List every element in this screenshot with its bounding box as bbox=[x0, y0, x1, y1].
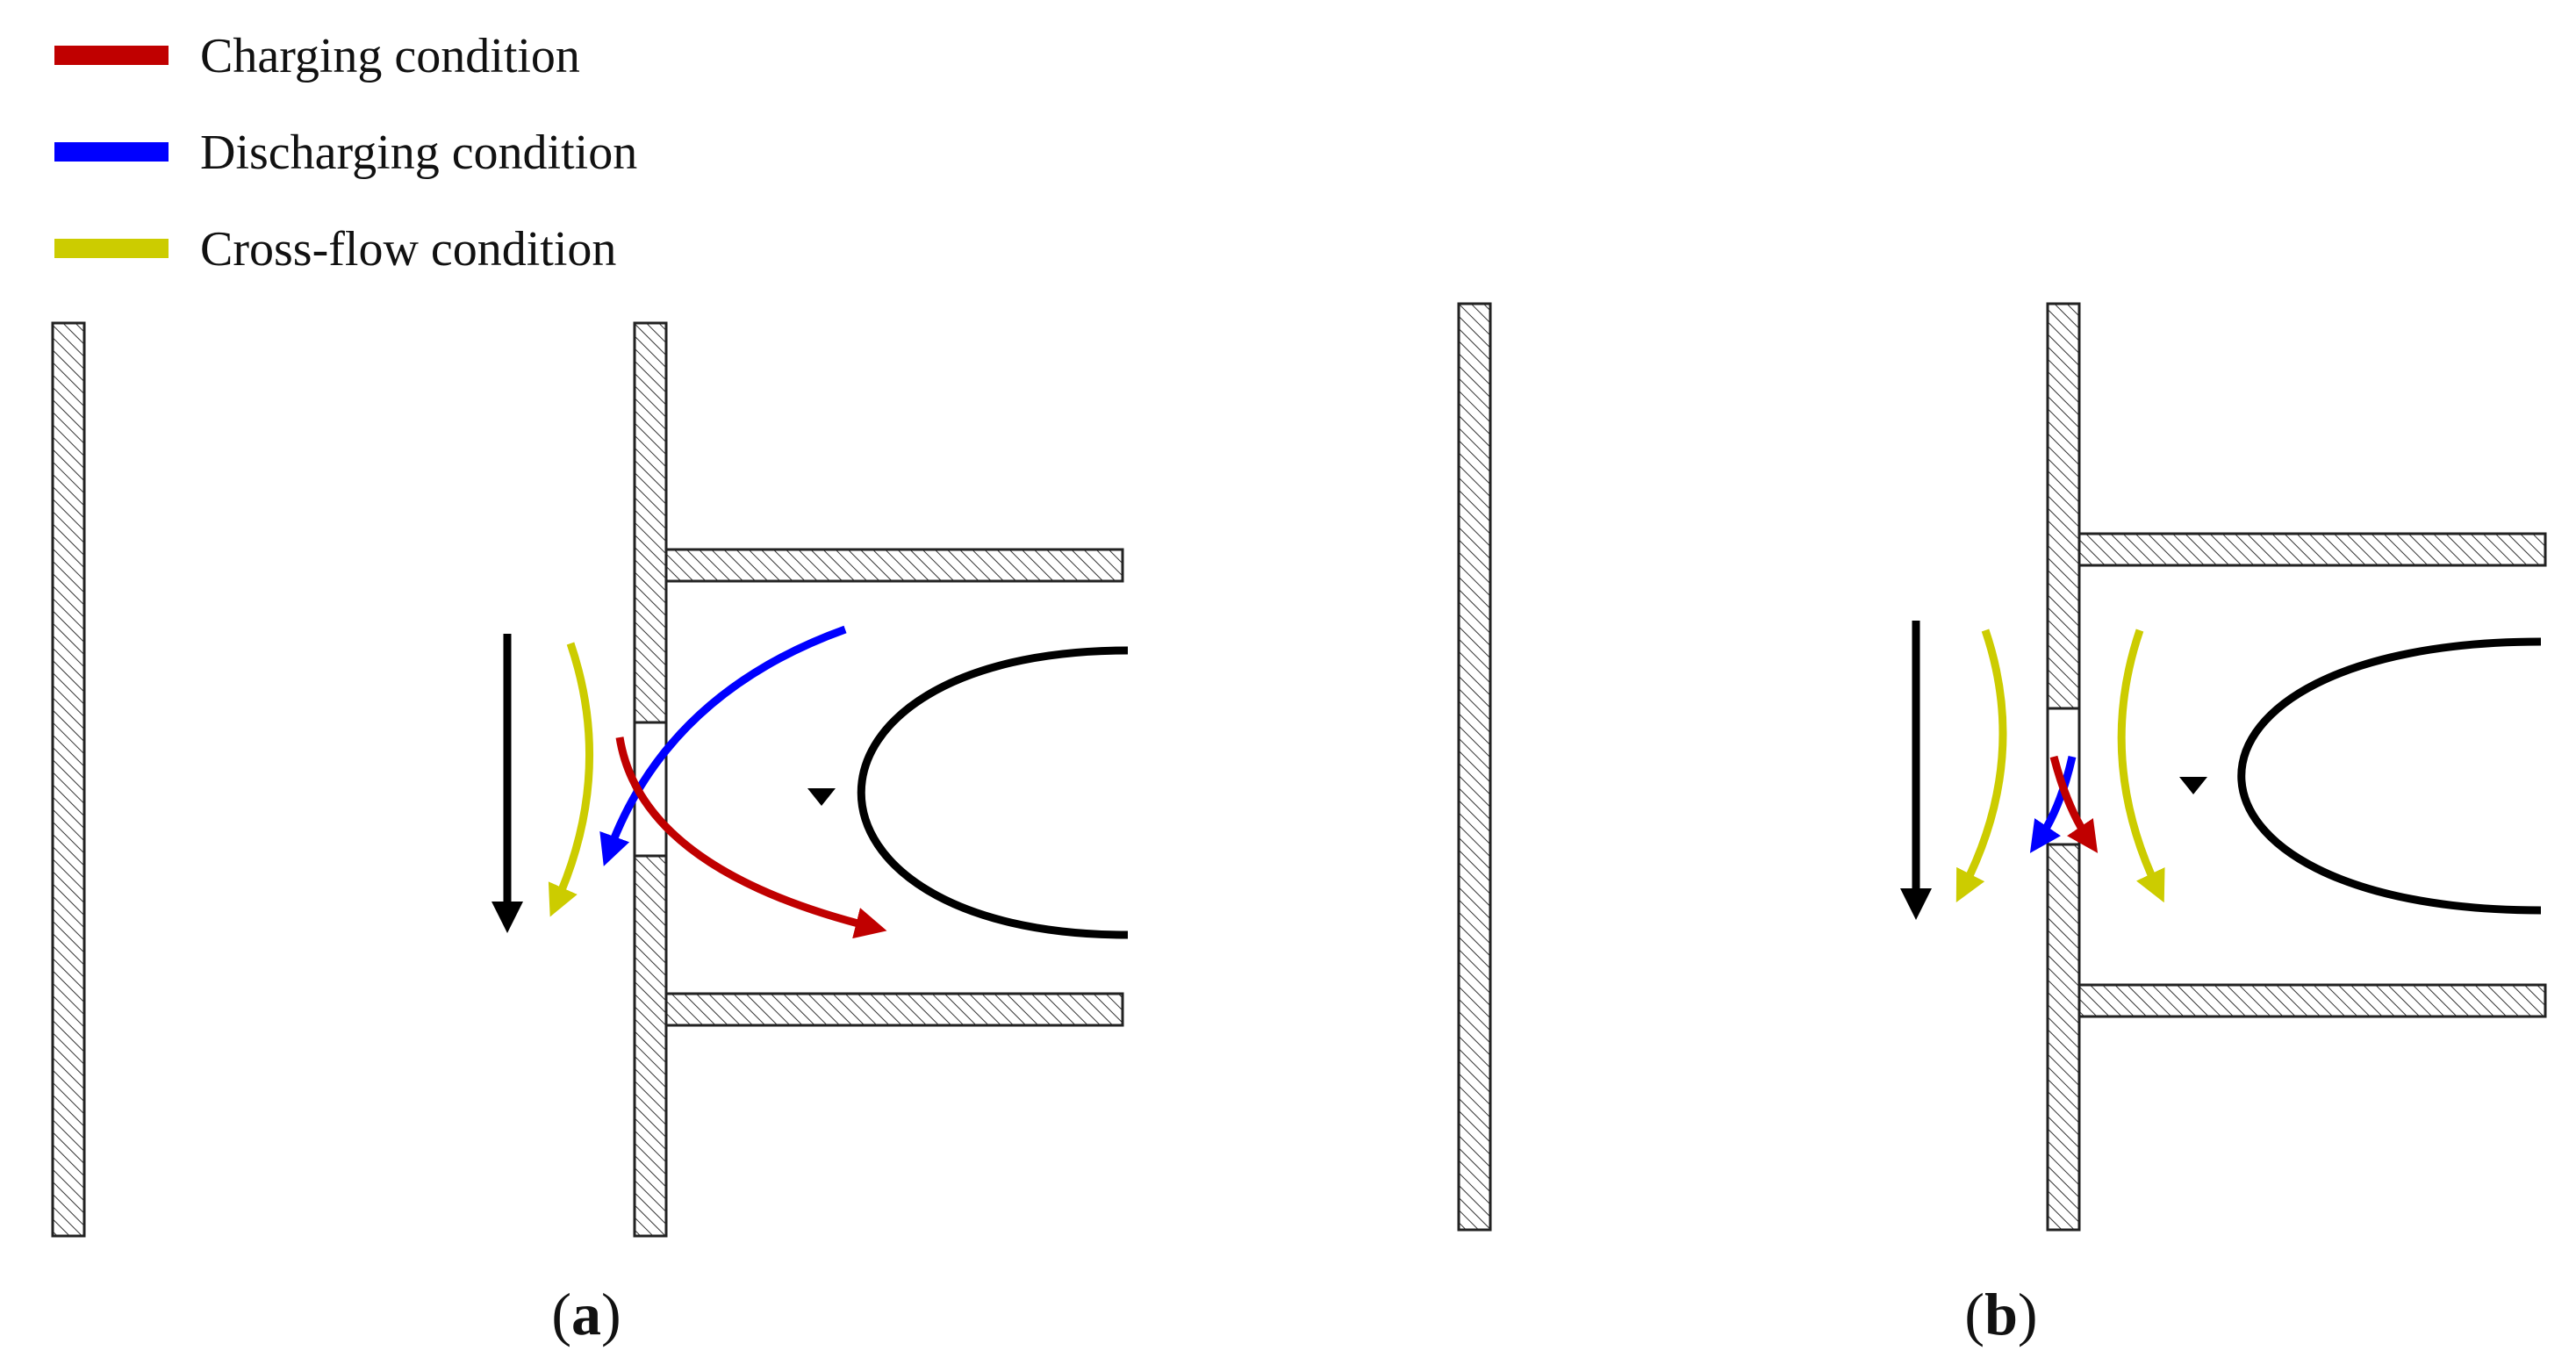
panel-b-vortex-arrowhead bbox=[2179, 777, 2207, 794]
legend-label-cross-flow: Cross-flow condition bbox=[200, 222, 616, 277]
legend-swatch-cross-flow bbox=[54, 239, 169, 258]
legend-item-cross-flow: Cross-flow condition bbox=[54, 222, 616, 277]
panel-a-discharging-arrow bbox=[599, 625, 847, 866]
legend-item-charging: Charging condition bbox=[54, 29, 580, 83]
legend-item-discharging: Discharging condition bbox=[54, 126, 637, 180]
legend-swatch-charging bbox=[54, 46, 169, 65]
panel-b-bottom-duct-wall bbox=[2077, 983, 2547, 1018]
panel-a-vortex-arrow bbox=[857, 646, 1129, 939]
panel-b-left-wall bbox=[1457, 302, 1492, 1232]
panel-b: (b) bbox=[1457, 302, 2547, 1347]
panel-b-top-duct-wall bbox=[2077, 532, 2547, 567]
legend-swatch-discharging bbox=[54, 142, 169, 162]
panel-b-discharging-arrow bbox=[2029, 756, 2077, 853]
panel-b-upper-wall bbox=[2046, 302, 2081, 710]
panel-b-charging-arrow bbox=[2049, 755, 2099, 853]
panel-a-charging-arrow bbox=[615, 736, 887, 939]
panel-a-label: (a) bbox=[551, 1281, 621, 1347]
panel-b-lower-wall bbox=[2046, 843, 2081, 1232]
panel-b-vortex-arrow bbox=[2237, 637, 2542, 915]
panel-b-label: (b) bbox=[1964, 1281, 2037, 1347]
panel-a-lower-wall bbox=[633, 854, 668, 1238]
legend-label-charging: Charging condition bbox=[200, 29, 580, 83]
panel-a-upper-wall bbox=[633, 321, 668, 724]
panel-b-cross-flow-arrow-right bbox=[2117, 629, 2165, 903]
panel-a-top-duct-wall bbox=[664, 548, 1124, 583]
panel-a-left-wall bbox=[51, 321, 86, 1238]
legend: Charging condition Discharging condition… bbox=[54, 29, 637, 277]
legend-label-discharging: Discharging condition bbox=[200, 126, 637, 180]
panel-a-bottom-duct-wall bbox=[664, 992, 1124, 1027]
panel-a-cross-flow-arrow bbox=[548, 642, 594, 917]
panel-b-cross-flow-arrow-left bbox=[1955, 629, 2007, 903]
panel-a-vortex-arrowhead bbox=[807, 788, 836, 806]
panel-a: (a) bbox=[51, 321, 1129, 1347]
